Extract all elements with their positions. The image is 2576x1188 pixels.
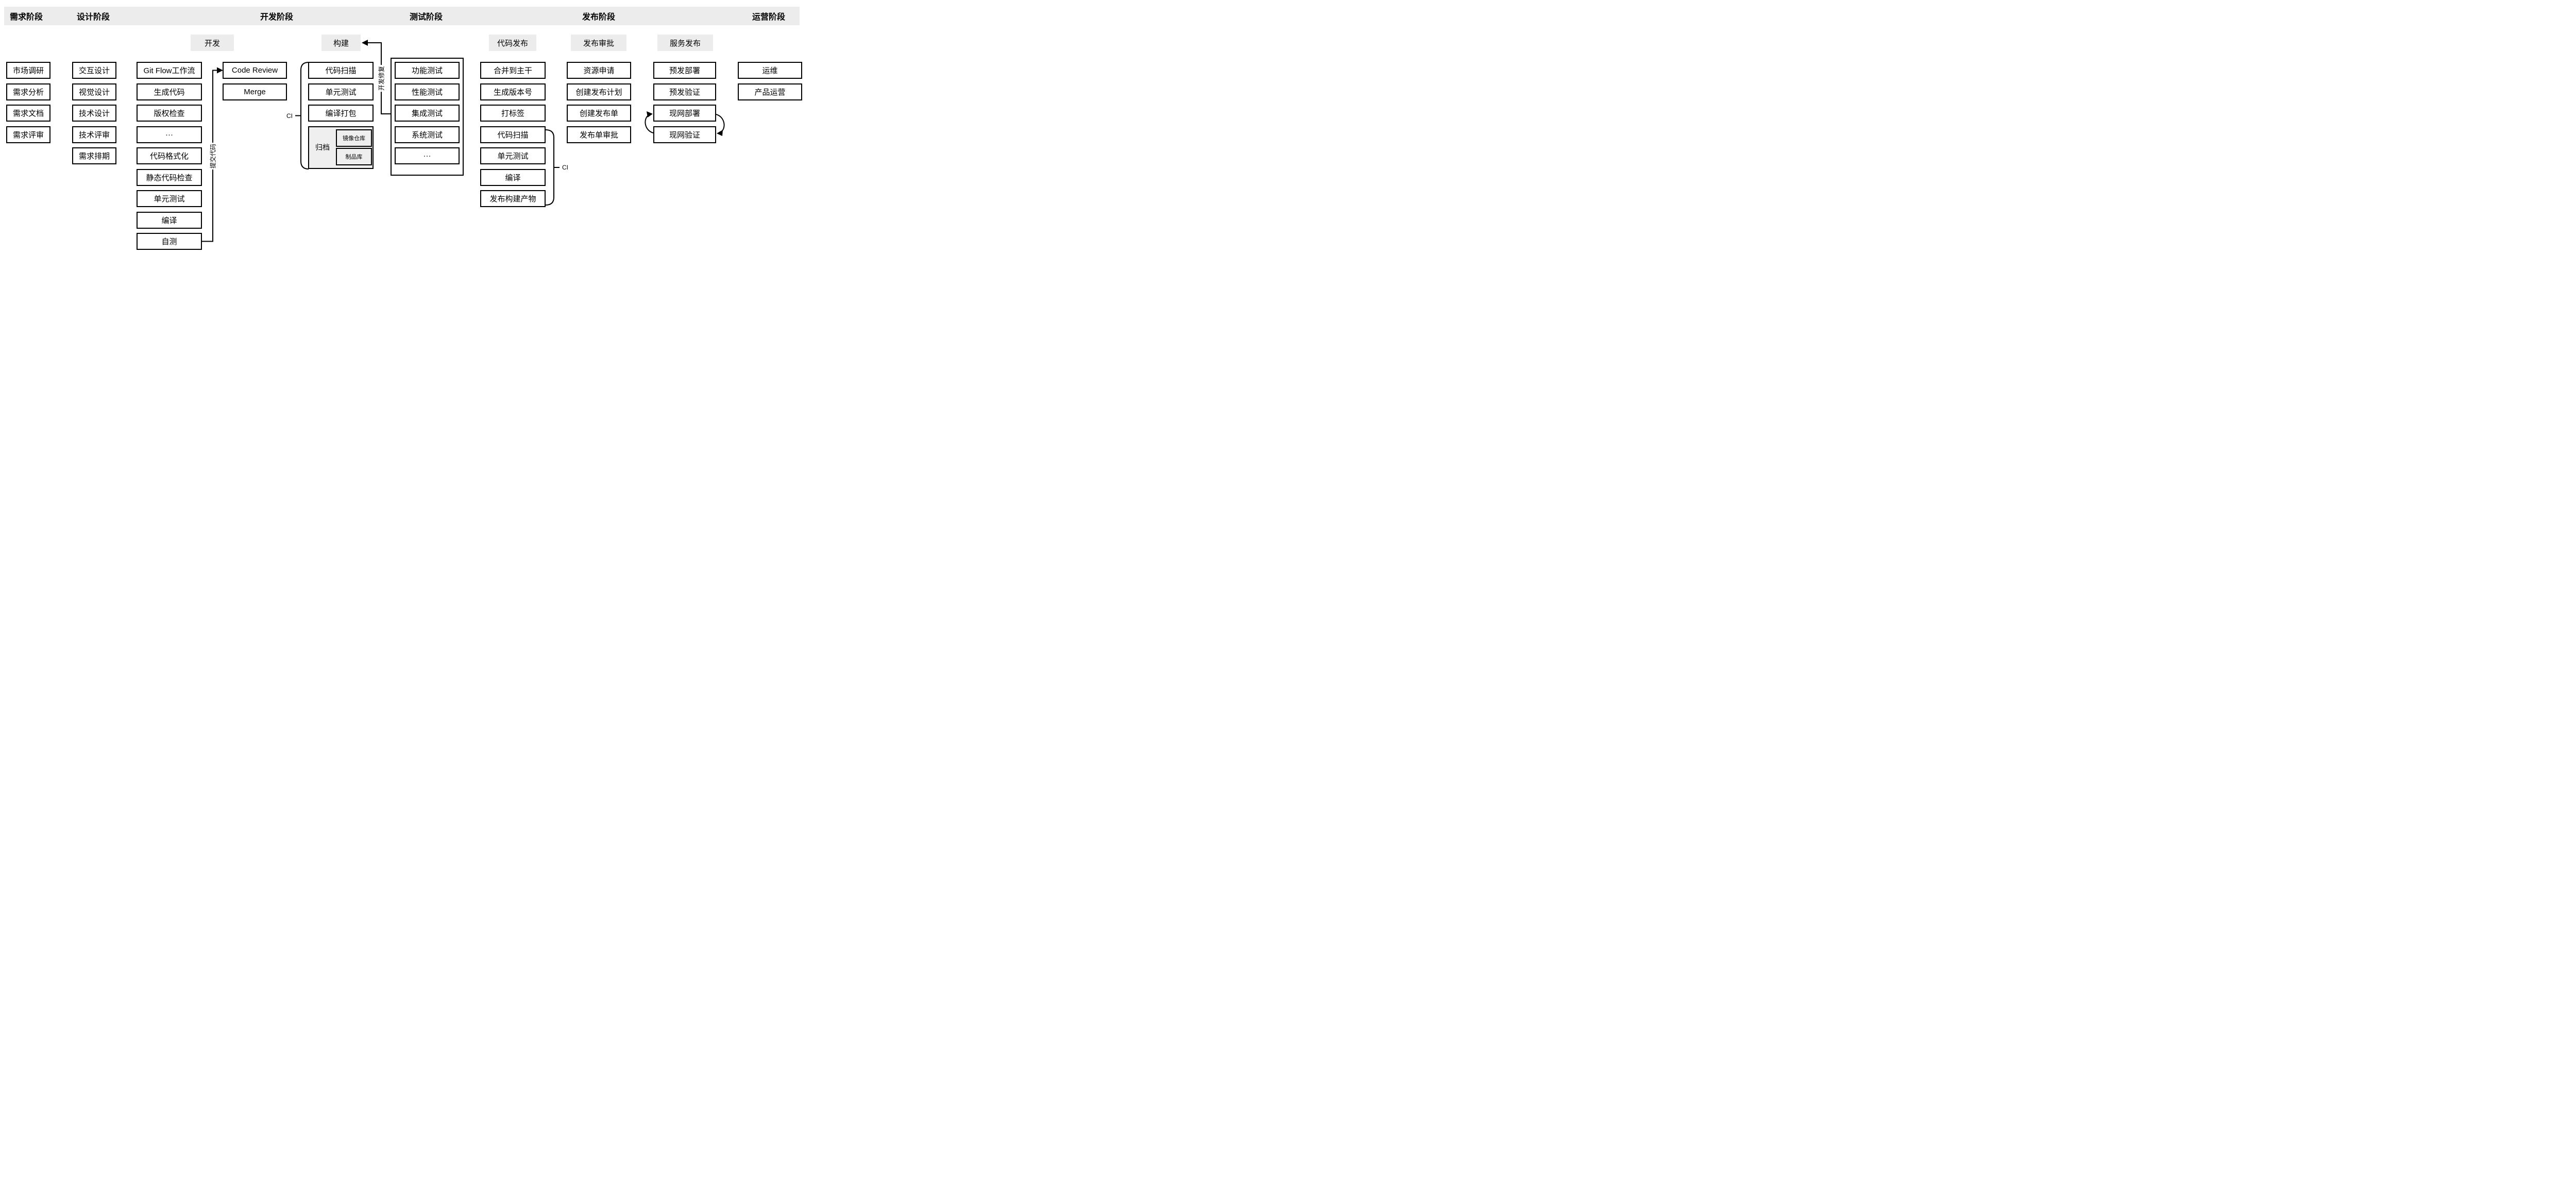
node-product-ops: 产品运营: [738, 83, 802, 100]
node-artifact-repo: 制品库: [336, 147, 372, 165]
node-requirement-doc: 需求文档: [6, 105, 50, 122]
node-copyright-check: 版权检查: [137, 105, 202, 122]
substage-label-service-release: 服务发布: [657, 35, 713, 51]
node-staging-deploy: 预发部署: [653, 62, 716, 79]
stage-title-development: 开发阶段: [260, 13, 294, 22]
archive-label: 归档: [315, 143, 330, 151]
node-tech-design: 技术设计: [72, 105, 116, 122]
node-requirement-review: 需求评审: [6, 126, 50, 143]
node-static-code-check: 静态代码检查: [137, 168, 202, 186]
node-requirement-analysis: 需求分析: [6, 83, 50, 100]
prod-loop-right-arc: [716, 114, 725, 133]
node-dev-ellipsis: ···: [137, 126, 202, 143]
stage-title-testing: 测试阶段: [409, 13, 443, 22]
node-release-unit-test: 单元测试: [480, 147, 546, 164]
node-dev-compile: 编译: [137, 211, 202, 229]
node-resource-apply: 资源申请: [567, 62, 631, 79]
prod-loop-right-arrowhead: [717, 130, 723, 136]
node-create-release-ticket: 创建发布单: [567, 105, 631, 122]
ci-release-label: CI: [562, 164, 568, 171]
node-publish-artifacts: 发布构建产物: [480, 190, 546, 207]
node-test-ellipsis: ···: [395, 147, 460, 164]
node-compile-package: 编译打包: [308, 105, 374, 122]
ci-build-label: CI: [286, 112, 293, 120]
node-prod-deploy: 现网部署: [653, 105, 716, 122]
stage-title-design: 设计阶段: [76, 13, 110, 22]
stage-title-operation: 运营阶段: [752, 13, 786, 22]
node-build-unit-test: 单元测试: [308, 83, 374, 100]
node-code-format: 代码格式化: [137, 147, 202, 164]
node-create-release-plan: 创建发布计划: [567, 83, 631, 100]
node-git-flow: Git Flow工作流: [137, 62, 202, 79]
ci-build-bracket: [295, 62, 309, 169]
node-build-code-scan: 代码扫描: [308, 62, 374, 79]
node-staging-verify: 预发验证: [653, 83, 716, 100]
node-integration-test: 集成测试: [395, 105, 460, 122]
devops-pipeline-diagram: 需求阶段 设计阶段 开发阶段 测试阶段 发布阶段 运营阶段 开发 构建 代码发布…: [0, 0, 804, 253]
substage-label-release-approval: 发布审批: [571, 35, 626, 51]
node-merge: Merge: [223, 83, 287, 100]
node-market-research: 市场调研: [6, 62, 50, 79]
node-interaction-design: 交互设计: [72, 62, 116, 79]
substage-label-build: 构建: [321, 35, 361, 51]
node-function-test: 功能测试: [395, 62, 460, 79]
node-code-review: Code Review: [223, 62, 287, 79]
node-self-test: 自测: [137, 233, 202, 250]
substage-label-code-release: 代码发布: [489, 35, 536, 51]
submit-code-label: 提交代码: [208, 142, 218, 170]
node-release-ticket-approval: 发布单审批: [567, 126, 631, 143]
prod-loop-left-arrowhead: [647, 111, 653, 117]
dev-fix-label: 开发修复: [376, 64, 386, 92]
prod-loop-left-arc: [645, 114, 654, 133]
dev-fix-arrowhead: [362, 40, 368, 46]
substage-label-dev: 开发: [191, 35, 234, 51]
node-image-registry: 镜像仓库: [336, 129, 372, 147]
node-tagging: 打标签: [480, 105, 546, 122]
node-gen-version: 生成版本号: [480, 83, 546, 100]
stage-header-band: [4, 7, 800, 25]
stage-title-requirements: 需求阶段: [9, 13, 43, 22]
node-release-compile: 编译: [480, 168, 546, 186]
node-prod-verify: 现网验证: [653, 126, 716, 143]
node-performance-test: 性能测试: [395, 83, 460, 100]
node-generate-code: 生成代码: [137, 83, 202, 100]
node-ops: 运维: [738, 62, 802, 79]
node-visual-design: 视觉设计: [72, 83, 116, 100]
ci-release-bracket: [545, 129, 560, 206]
node-dev-unit-test: 单元测试: [137, 190, 202, 207]
node-tech-review: 技术评审: [72, 126, 116, 143]
node-merge-to-trunk: 合并到主干: [480, 62, 546, 79]
stage-title-release: 发布阶段: [582, 13, 616, 22]
node-release-code-scan: 代码扫描: [480, 126, 546, 143]
node-requirement-schedule: 需求排期: [72, 147, 116, 164]
node-system-test: 系统测试: [395, 126, 460, 143]
